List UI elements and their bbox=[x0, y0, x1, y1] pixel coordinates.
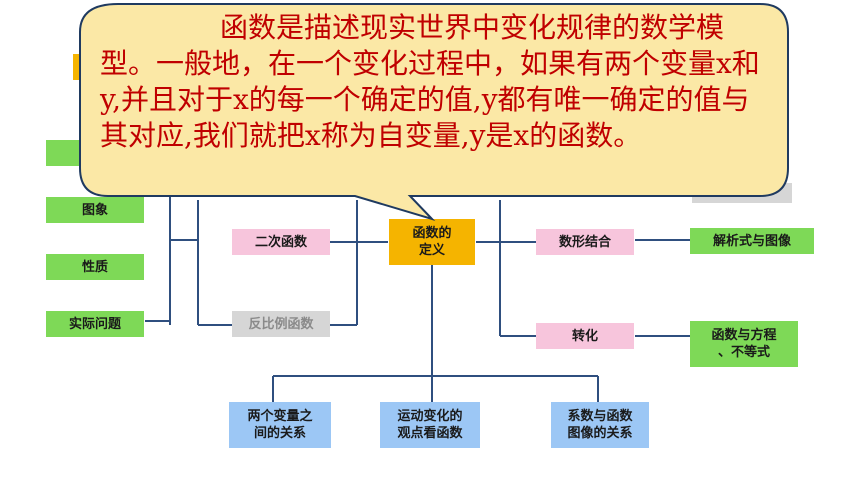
definition-text-content: 函数是描述现实世界中变化规律的数学模型。一般地，在一个变化过程中，如果有两个变量… bbox=[100, 11, 760, 152]
node-quadratic-function: 二次函数 bbox=[232, 229, 330, 255]
center-node-function-definition: 函数的 定义 bbox=[389, 219, 475, 265]
left-node-graph: 图象 bbox=[46, 197, 144, 223]
node-inverse-proportion-function: 反比例函数 bbox=[232, 311, 330, 337]
bottom-node-two-variable-relation: 两个变量之 间的关系 bbox=[229, 402, 331, 448]
node-function-equation-inequality: 函数与方程 、不等式 bbox=[690, 321, 798, 367]
node-formula-and-graph: 解析式与图像 bbox=[690, 228, 814, 254]
left-node-practical-problem: 实际问题 bbox=[46, 311, 144, 337]
definition-text: 函数是描述现实世界中变化规律的数学模型。一般地，在一个变化过程中，如果有两个变量… bbox=[100, 10, 760, 154]
node-conversion: 转化 bbox=[536, 323, 634, 349]
bottom-node-coefficient-graph-relation: 系数与函数 图像的关系 bbox=[551, 402, 649, 448]
node-number-shape-combination: 数形结合 bbox=[536, 229, 634, 255]
bottom-node-motion-change-view: 运动变化的 观点看函数 bbox=[380, 402, 480, 448]
left-node-property: 性质 bbox=[46, 254, 144, 280]
